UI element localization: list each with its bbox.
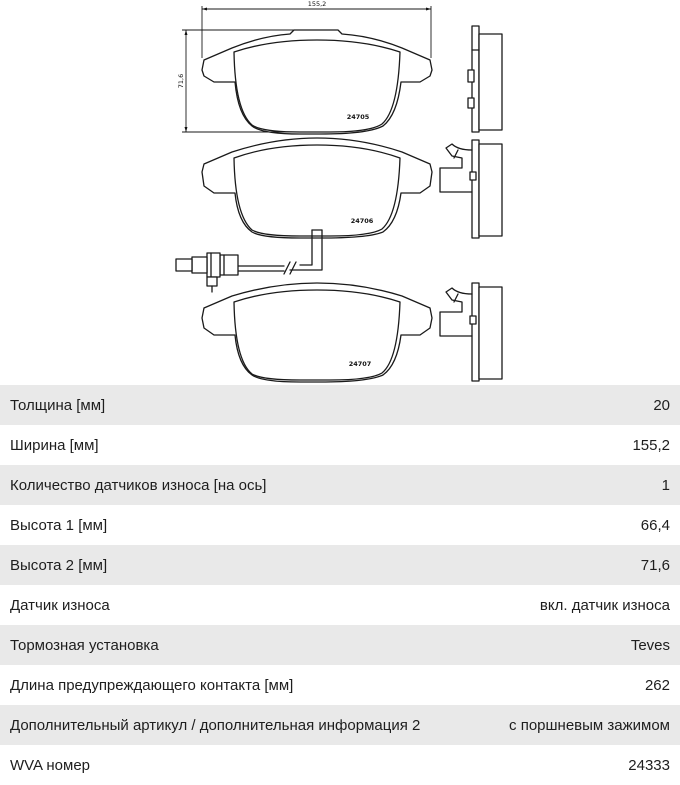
spec-row-height-2: Высота 2 [мм] 71,6 [0,545,680,585]
spec-label: Высота 1 [мм] [10,516,108,534]
spec-label: Высота 2 [мм] [10,556,108,574]
spec-row-height-1: Высота 1 [мм] 66,4 [0,505,680,545]
spec-label: Длина предупреждающего контакта [мм] [10,676,294,694]
pad-1-label: 24705 [347,113,370,121]
height-dimension: 71,6 [177,29,300,133]
spec-value: 262 [644,676,670,694]
specs-table: Толщина [мм] 20 Ширина [мм] 155,2 Количе… [0,385,680,785]
brake-pad-drawing: 155,2 71,6 24705 24706 [0,0,680,385]
spec-label: WVA номер [10,756,91,774]
wear-sensor [175,229,323,293]
spec-value: Teves [630,636,670,654]
pad-3-label: 24707 [349,360,372,368]
spec-label: Толщина [мм] [10,396,106,414]
spec-value: 24333 [628,756,670,774]
spec-value: вкл. датчик износа [539,596,670,614]
height-dimension-label: 71,6 [177,74,185,88]
brake-pad-1: 24705 [201,29,433,135]
spec-value: 66,4 [640,516,670,534]
spec-row-additional-info: Дополнительный артикул / дополнительная … [0,705,680,745]
brake-pad-2-side [439,139,503,239]
spec-value: 20 [653,396,670,414]
spec-value: с поршневым зажимом [509,716,670,734]
brake-pad-1-side [467,25,503,133]
brake-pad-3: 24707 [201,282,433,383]
spec-label: Ширина [мм] [10,436,99,454]
spec-row-width: Ширина [мм] 155,2 [0,425,680,465]
spec-row-wva-number: WVA номер 24333 [0,745,680,785]
brake-pad-3-side [439,282,503,382]
spec-label: Дополнительный артикул / дополнительная … [10,716,421,734]
spec-value: 71,6 [640,556,670,574]
spec-value: 1 [661,476,670,494]
pad-2-label: 24706 [351,217,374,225]
width-dimension: 155,2 [201,0,432,58]
spec-value: 155,2 [632,436,670,454]
spec-row-thickness: Толщина [мм] 20 [0,385,680,425]
spec-row-wear-sensor-count: Количество датчиков износа [на ось] 1 [0,465,680,505]
spec-label: Тормозная установка [10,636,159,654]
spec-label: Количество датчиков износа [на ось] [10,476,267,494]
brake-pad-2: 24706 [201,137,433,239]
width-dimension-label: 155,2 [308,0,327,8]
spec-row-warning-contact-length: Длина предупреждающего контакта [мм] 262 [0,665,680,705]
spec-row-wear-sensor: Датчик износа вкл. датчик износа [0,585,680,625]
spec-label: Датчик износа [10,596,110,614]
spec-row-brake-system: Тормозная установка Teves [0,625,680,665]
